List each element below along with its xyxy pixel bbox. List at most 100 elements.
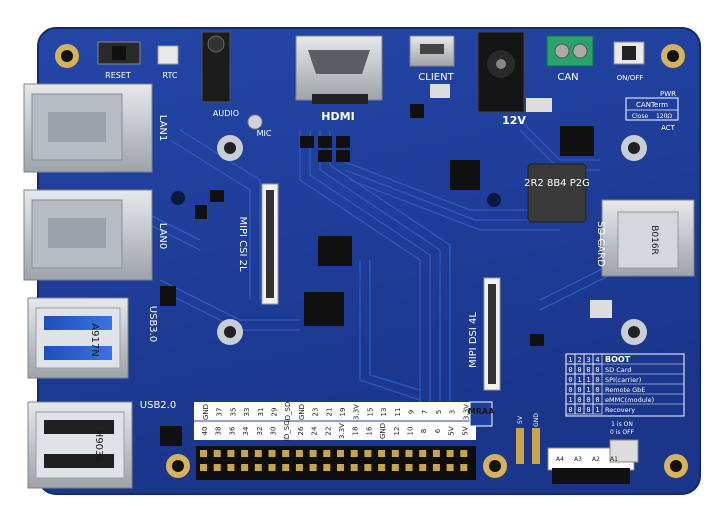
boot-dip-switch	[547, 439, 639, 484]
canterm-close-label: Close	[632, 113, 649, 120]
boot-bit: 2	[577, 356, 581, 364]
gpio-pin	[254, 464, 262, 471]
boot-bit: 0	[595, 386, 599, 394]
boot-bit: 0	[568, 366, 572, 374]
onoff-switch	[613, 41, 645, 65]
gpio-bottom-label: 3.3V	[338, 423, 346, 439]
gpio-pin	[419, 464, 427, 471]
gpio-pin	[378, 464, 386, 471]
usb30-port: A917N	[27, 297, 129, 379]
gpio-top-label: 3	[449, 410, 457, 414]
boot-bit: 0	[568, 376, 572, 384]
gpio-pin	[268, 464, 276, 471]
gpio-top-label: 21	[325, 408, 333, 417]
gpio-pin	[364, 464, 372, 471]
mipi-dsi-label: MIPI DSI 4L	[468, 312, 479, 368]
boot-on-note: 1 is ON	[611, 421, 633, 428]
boot-bit: 0	[568, 386, 572, 394]
boot-mode: SD Card	[605, 366, 631, 374]
boot-cell	[592, 403, 603, 415]
gpio-bottom-label: ID_SC	[283, 421, 291, 441]
small-header	[160, 426, 182, 446]
boot-bit: 0	[586, 366, 590, 374]
mic-component	[247, 114, 263, 130]
lan1-label: LAN1	[157, 115, 168, 141]
gpio-pin	[309, 464, 317, 471]
power-jumper-pins	[516, 428, 540, 464]
gpio-pin	[227, 450, 235, 457]
gpio-bottom-label: 32	[256, 427, 264, 436]
rtc-label: RTC	[163, 71, 178, 80]
gpio-top-label: 15	[366, 408, 374, 417]
can-terminal	[546, 35, 594, 67]
gpio-top-label: 23	[312, 408, 320, 417]
v12-label: 12V	[502, 114, 526, 127]
gpio-pin	[282, 464, 290, 471]
gpio-top-label: 3.3V	[353, 404, 361, 420]
gpio-pin	[405, 464, 413, 471]
gpio-bottom-label: 8	[420, 429, 428, 433]
sd-card-label: SD CARD	[595, 221, 606, 267]
gpio-top-label: 9	[408, 410, 416, 414]
boot-bit: 0	[568, 406, 572, 414]
gpio-pin	[391, 464, 399, 471]
gpio-bottom-label: 26	[297, 426, 305, 435]
gpio-top-label: 5	[435, 410, 443, 414]
gpio-pin	[227, 464, 235, 471]
lan0-port	[23, 189, 153, 281]
gpio-top-label: 3.3V	[462, 404, 470, 420]
gpio-pin	[391, 450, 399, 457]
boot-bit: 0	[595, 396, 599, 404]
gpio-bottom-label: GND	[379, 423, 387, 439]
boot-bit: 0	[577, 366, 581, 374]
act-label: ACT	[661, 124, 676, 132]
gpio-pin	[254, 450, 262, 457]
gpio-bottom-label: 38	[215, 427, 223, 436]
boot-bit: 0	[577, 386, 581, 394]
gpio-pin	[337, 464, 344, 471]
client-label: CLIENT	[418, 72, 454, 83]
mic-label: MIC	[257, 129, 272, 138]
gpio-pin	[200, 450, 207, 457]
gpio-pin	[337, 450, 344, 457]
usb3-chip-label: A917N	[89, 323, 100, 356]
boot-bit: 1	[577, 376, 581, 384]
gpio-top-label: 19	[339, 408, 347, 417]
gnd-jumper-label: GND	[533, 413, 540, 427]
gpio-top-label: 29	[271, 408, 279, 417]
gpio-bottom-label: 5V	[448, 426, 456, 435]
gpio-top-label: 13	[380, 408, 388, 417]
boot-bit: 0	[595, 376, 599, 384]
gpio-pin	[268, 450, 276, 457]
gpio-pin	[213, 450, 221, 457]
boot-off-note: 0 is OFF	[610, 429, 635, 436]
gpio-header	[194, 401, 493, 480]
boot-bit: 0	[586, 406, 590, 414]
gpio-pin	[378, 450, 386, 457]
pwr-label: PWR	[660, 90, 676, 98]
small-components	[160, 84, 612, 346]
boot-bit: 0	[595, 366, 599, 374]
gpio-pin	[432, 450, 440, 457]
gpio-bottom-label: 40	[201, 427, 209, 436]
gpio-pin	[460, 450, 468, 457]
boot-mode: eMMC(module)	[605, 396, 654, 404]
gpio-pin	[446, 450, 454, 457]
audio-jack	[201, 31, 231, 103]
gpio-bottom-label: 6	[434, 428, 442, 433]
boot-mode: Remote GbE	[605, 386, 645, 394]
usb20-port: H903k	[27, 401, 133, 489]
gpio-bottom-label: 5V	[461, 426, 469, 435]
gpio-top-label: 37	[216, 408, 224, 417]
mounting-holes	[55, 44, 688, 478]
v5-jumper-label: 5V	[517, 415, 524, 424]
boot-bit: 0	[586, 396, 590, 404]
inductor-label: 2R2 8B4 P2G	[524, 178, 590, 189]
boot-bit: 4	[595, 356, 599, 364]
lan1-port	[23, 83, 153, 173]
gpio-bottom-label: 18	[352, 427, 360, 436]
rtc-connector	[157, 45, 179, 65]
